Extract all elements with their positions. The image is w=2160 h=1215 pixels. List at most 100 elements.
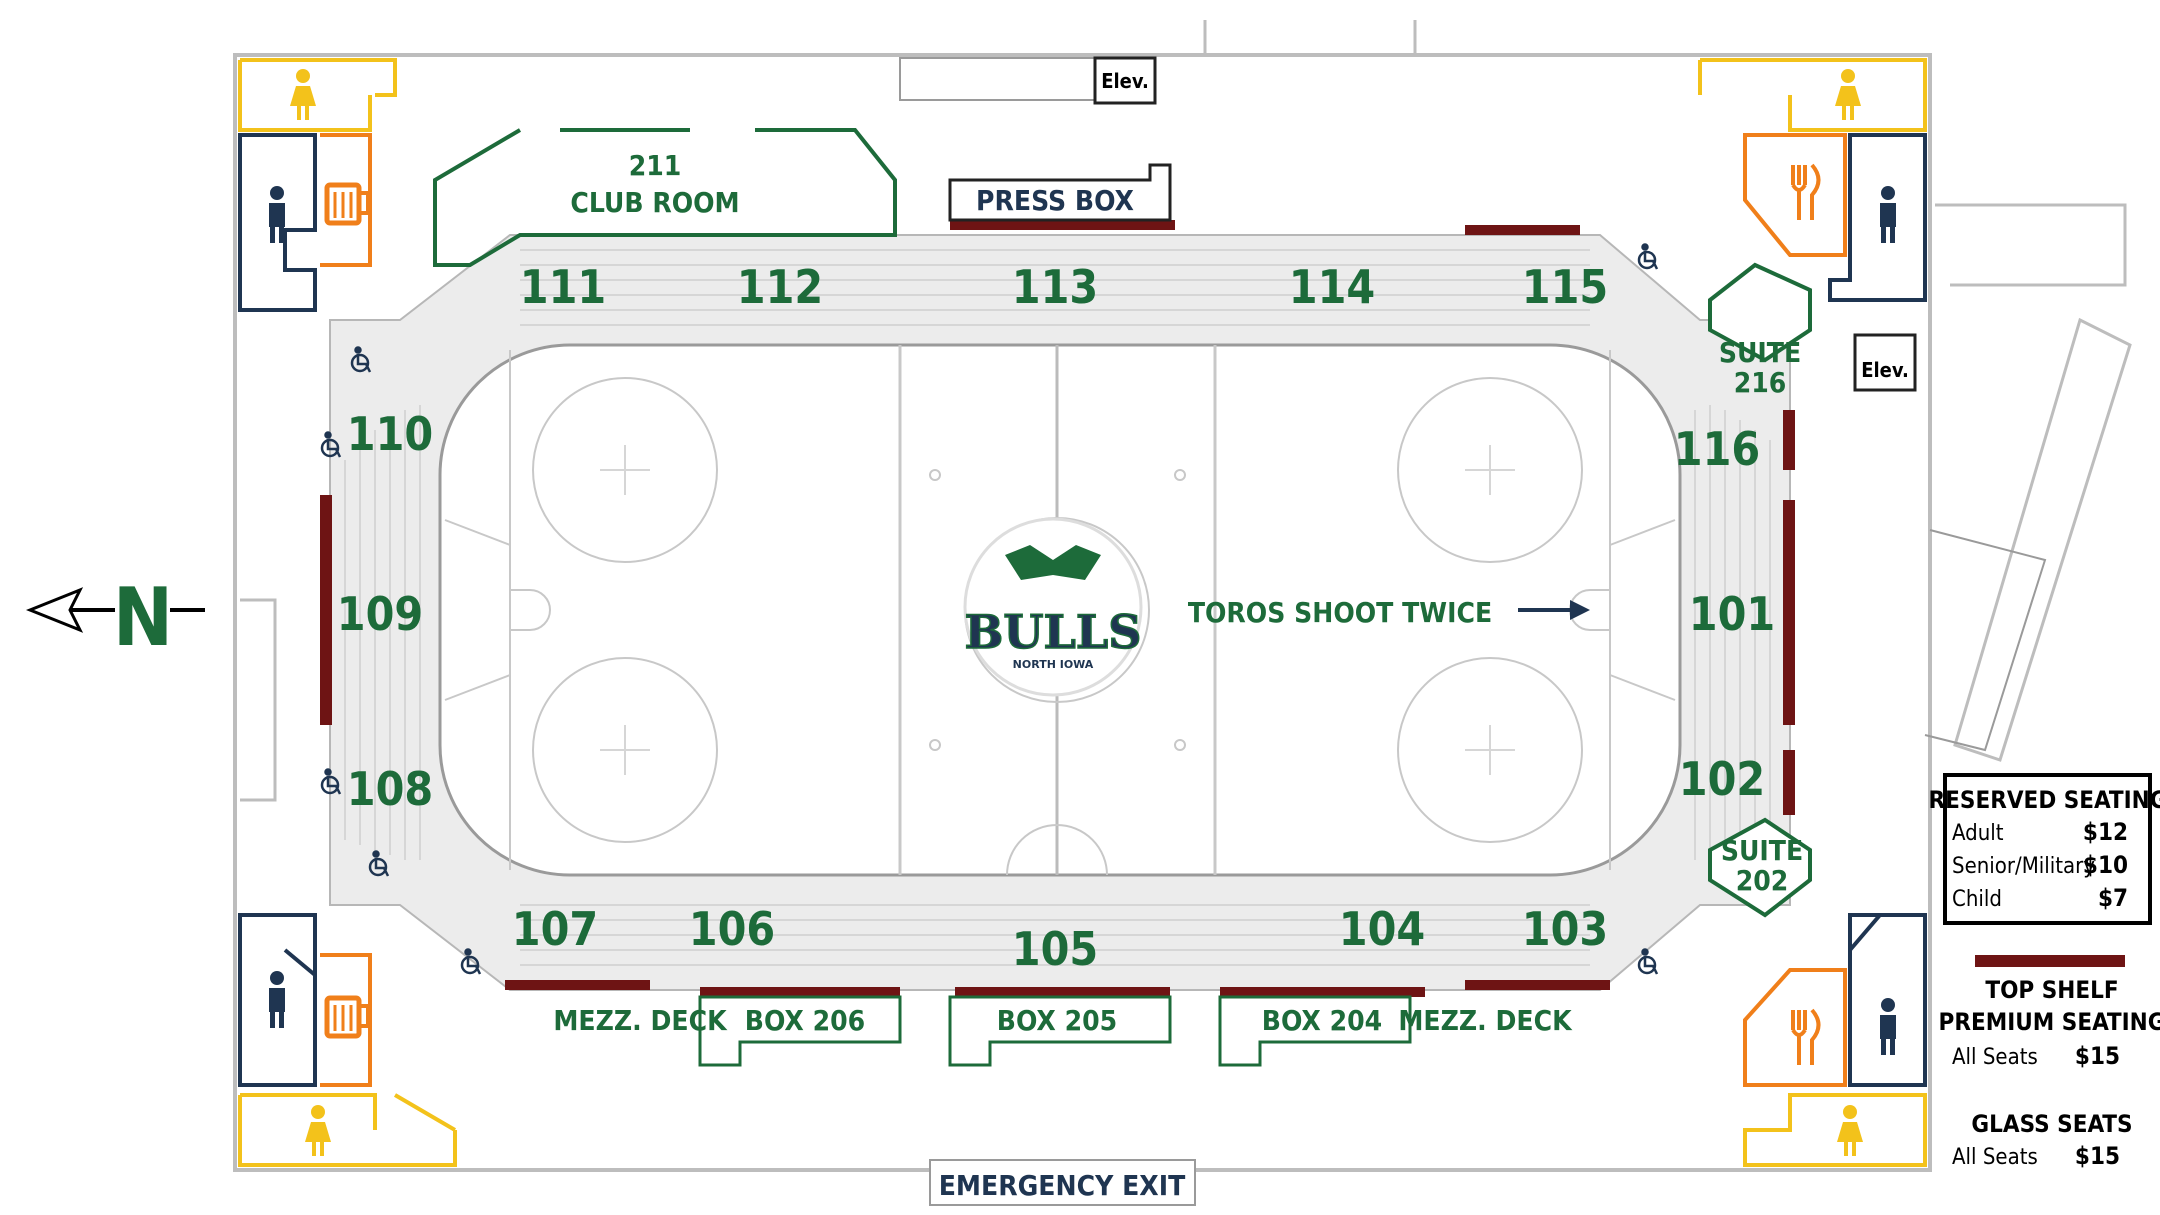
club-room-name: CLUB ROOM	[570, 186, 739, 219]
press-box-label: PRESS BOX	[976, 184, 1134, 217]
section-105: 105	[1012, 922, 1098, 976]
section-109: 109	[337, 587, 423, 641]
top-shelf-bars	[320, 220, 1795, 997]
arrow-right-icon	[1518, 600, 1590, 620]
men-restroom-sw	[238, 913, 317, 1087]
glass-seats-label: All Seats	[1952, 1145, 2038, 1170]
right-stair-structure	[1935, 203, 2132, 762]
section-108: 108	[347, 762, 433, 816]
emergency-exit	[929, 1159, 1196, 1206]
glass-seats-price: $15	[2075, 1142, 2120, 1170]
section-110: 110	[347, 407, 433, 461]
women-restroom-icon	[1835, 69, 1861, 120]
food-stand-se	[1743, 968, 1847, 1087]
section-101: 101	[1689, 587, 1775, 641]
box-206	[698, 995, 902, 1067]
wheelchair-icon	[368, 850, 390, 877]
glass-seats-title: GLASS SEATS	[1971, 1110, 2132, 1138]
women-restroom-ne	[1698, 58, 1927, 132]
price-row-label: Child	[1952, 887, 2002, 912]
beer-stand-nw	[320, 133, 372, 267]
women-restroom-icon	[305, 1105, 331, 1156]
left-stair-structure	[240, 598, 277, 802]
section-103: 103	[1522, 902, 1608, 956]
men-restroom-se	[1848, 913, 1927, 1087]
men-restroom-nw	[238, 133, 317, 312]
section-111: 111	[520, 260, 606, 314]
top-stairs	[899, 57, 1101, 101]
wheelchair-icon	[1637, 243, 1659, 270]
box-204	[1218, 995, 1412, 1067]
section-114: 114	[1289, 260, 1375, 314]
price-row-value: $7	[2098, 884, 2128, 912]
price-row-label: Senior/Military	[1952, 854, 2095, 879]
reserved-seating-box	[1943, 773, 2152, 925]
team-logo: BULLS NORTH IOWA	[963, 517, 1143, 697]
top-shelf-title-1: TOP SHELF	[1985, 976, 2118, 1004]
seat-rows	[344, 249, 1771, 966]
suite-202-label-a: SUITE	[1721, 834, 1803, 867]
mezz-deck-left: MEZZ. DECK	[553, 1004, 728, 1037]
beer-icon	[324, 182, 370, 226]
box-204-label: BOX 204	[1262, 1004, 1382, 1037]
elevator-top-label: Elev.	[1101, 69, 1149, 93]
elevator-top	[1093, 56, 1157, 105]
north-arrow-icon: N	[25, 571, 205, 664]
price-row-value: $12	[2083, 818, 2128, 846]
wheelchair-icon	[350, 346, 372, 373]
top-shelf-price: $15	[2075, 1042, 2120, 1070]
section-116: 116	[1674, 422, 1760, 476]
suite-202	[1708, 817, 1812, 918]
men-restroom-ne	[1828, 133, 1927, 302]
reserved-seating-title: RESERVED SEATING	[1929, 786, 2160, 814]
club-room	[433, 128, 897, 267]
section-115: 115	[1522, 260, 1608, 314]
price-row-value: $10	[2083, 851, 2128, 879]
box-206-label: BOX 206	[745, 1004, 865, 1037]
section-106: 106	[689, 902, 775, 956]
beer-icon	[324, 995, 370, 1039]
wheelchair-icon	[1637, 948, 1659, 975]
club-room-number: 211	[629, 149, 682, 182]
suite-216-label-b: 216	[1734, 366, 1787, 399]
men-restroom-icon	[1880, 998, 1896, 1055]
emergency-exit-label: EMERGENCY EXIT	[939, 1169, 1186, 1202]
logo-sub: NORTH IOWA	[1013, 658, 1094, 671]
beer-stand-sw	[320, 953, 372, 1087]
logo-name: BULLS	[965, 605, 1142, 659]
price-row-label: Adult	[1952, 821, 2004, 846]
food-stand-ne	[1743, 133, 1847, 257]
top-shelf-swatch	[1975, 955, 2125, 967]
women-restroom-nw	[238, 58, 397, 132]
section-107: 107	[512, 902, 598, 956]
wheelchair-icon	[320, 768, 342, 795]
elevator-right-label: Elev.	[1861, 358, 1909, 382]
section-102: 102	[1679, 752, 1765, 806]
top-entrance	[1203, 20, 1417, 57]
wheelchair-icons	[320, 243, 1659, 975]
right-stair-structure-2	[1924, 529, 2047, 752]
section-113: 113	[1012, 260, 1098, 314]
elevator-right	[1853, 333, 1917, 392]
suite-202-label-b: 202	[1736, 864, 1789, 897]
top-shelf-label: All Seats	[1952, 1045, 2038, 1070]
top-shelf-title-2: PREMIUM SEATING	[1939, 1008, 2160, 1036]
box-205	[948, 995, 1172, 1067]
north-label: N	[113, 571, 173, 664]
section-112: 112	[737, 260, 823, 314]
shoot-twice-label: TOROS SHOOT TWICE	[1188, 596, 1492, 629]
women-restroom-se	[1743, 1093, 1927, 1167]
mezz-deck-right: MEZZ. DECK	[1398, 1004, 1573, 1037]
press-box	[948, 163, 1172, 222]
food-icon	[1791, 163, 1821, 220]
box-205-label: BOX 205	[997, 1004, 1117, 1037]
women-restroom-sw	[238, 1093, 457, 1167]
food-icon	[1791, 1008, 1821, 1065]
suite-216	[1708, 262, 1812, 363]
men-restroom-icon	[269, 186, 285, 243]
women-restroom-icon	[290, 69, 316, 120]
women-restroom-icon	[1837, 1105, 1863, 1156]
suite-216-label-a: SUITE	[1719, 336, 1801, 369]
men-restroom-icon	[269, 971, 285, 1028]
